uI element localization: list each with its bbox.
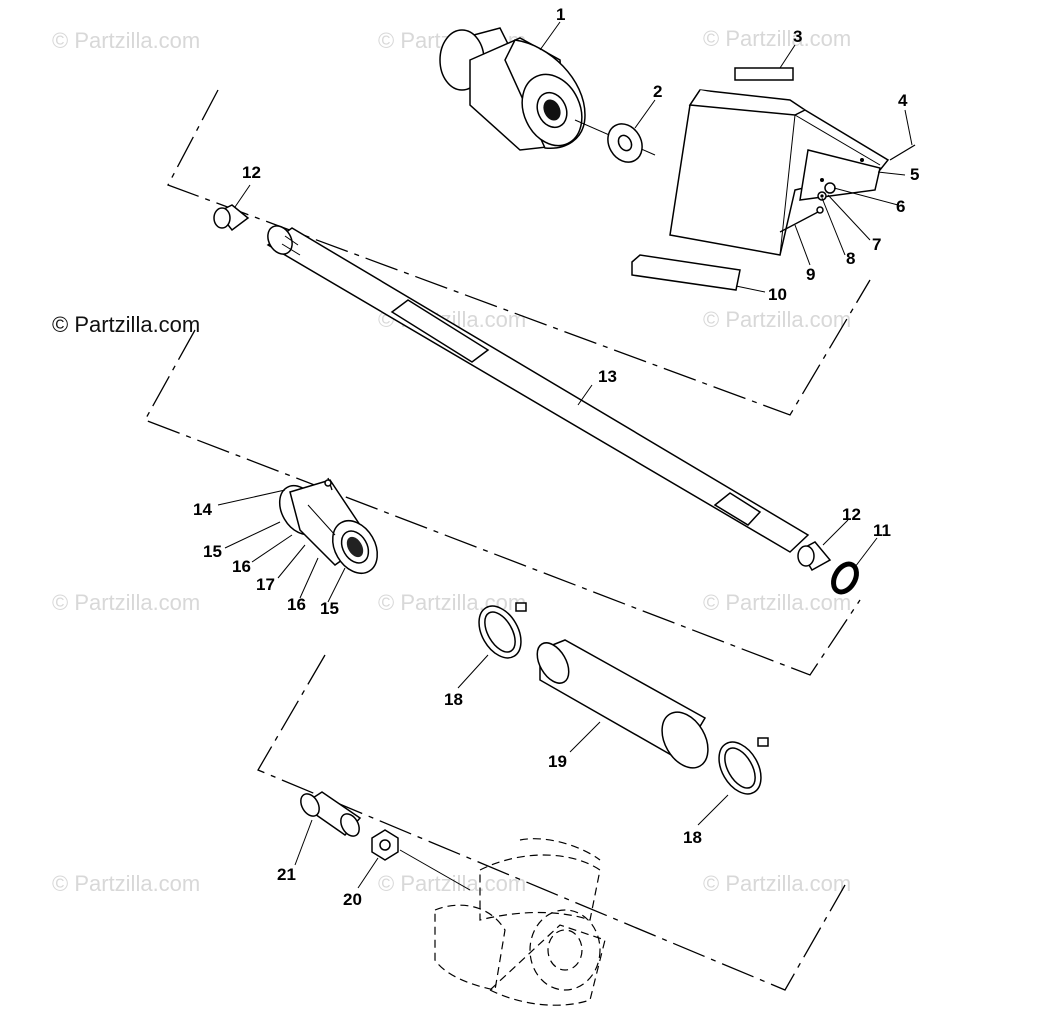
- fitting-axis-line: [399, 849, 471, 891]
- callout-16-right: 16: [287, 595, 306, 614]
- part-coupler-assembly: [278, 477, 379, 574]
- callout-12-bottom: 12: [842, 505, 861, 524]
- watermark: © Partzilla.com: [52, 590, 200, 615]
- part-bracket-plate: [799, 149, 881, 201]
- callout-21: 21: [277, 865, 296, 884]
- callout-13: 13: [598, 367, 617, 386]
- watermark: © Partzilla.com: [703, 26, 851, 51]
- callout-14: 14: [193, 500, 212, 519]
- part-drive-shaft: [266, 225, 810, 553]
- callout-5: 5: [910, 165, 919, 184]
- part-o-ring: [831, 561, 859, 595]
- callout-11: 11: [873, 521, 891, 540]
- watermark-main: © Partzilla.com: [52, 312, 200, 337]
- callout-17: 17: [256, 575, 275, 594]
- part-hose-clamp-upper: [478, 602, 527, 659]
- watermark: © Partzilla.com: [378, 871, 526, 896]
- callout-2: 2: [653, 82, 662, 101]
- callout-12-top: 12: [242, 163, 261, 182]
- callout-1: 1: [556, 5, 565, 24]
- watermark: © Partzilla.com: [703, 307, 851, 332]
- part-end-cap-top: [213, 204, 250, 232]
- watermark: © Partzilla.com: [52, 28, 200, 53]
- part-hose-clamp-lower: [718, 737, 769, 795]
- watermark: © Partzilla.com: [703, 590, 851, 615]
- watermark: © Partzilla.com: [703, 871, 851, 896]
- ghost-impeller: [434, 838, 606, 1006]
- callout-10: 10: [768, 285, 787, 304]
- callout-6: 6: [896, 197, 905, 216]
- part-bumper-block: [631, 254, 741, 291]
- callout-4: 4: [898, 91, 908, 110]
- callout-8: 8: [846, 249, 855, 268]
- callout-9: 9: [806, 265, 815, 284]
- part-nut: [371, 829, 399, 861]
- callout-15-right: 15: [320, 599, 339, 618]
- part-housing-cover: [669, 89, 890, 256]
- callout-18-upper: 18: [444, 690, 463, 709]
- callout-20: 20: [343, 890, 362, 909]
- part-fitting: [300, 791, 362, 837]
- watermark: © Partzilla.com: [52, 871, 200, 896]
- callout-7: 7: [872, 235, 881, 254]
- callout-18-lower: 18: [683, 828, 702, 847]
- part-hose-tube: [536, 639, 709, 769]
- callout-3: 3: [793, 27, 802, 46]
- part-pin: [779, 206, 824, 233]
- part-end-cap-bottom: [797, 541, 832, 572]
- leader-lines: [217, 21, 913, 889]
- part-decal-top: [734, 67, 794, 81]
- assembly-boundaries: [144, 89, 871, 991]
- callout-labels: 1 2 3 4 5 6 7 8 9 10 12 13 12 11 14 15 1…: [193, 5, 919, 909]
- part-washer: [607, 123, 643, 163]
- callout-15-left: 15: [203, 542, 222, 561]
- callout-16-left: 16: [232, 557, 251, 576]
- part-screw: [889, 144, 916, 161]
- part-roller: [439, 27, 656, 156]
- callout-19: 19: [548, 752, 567, 771]
